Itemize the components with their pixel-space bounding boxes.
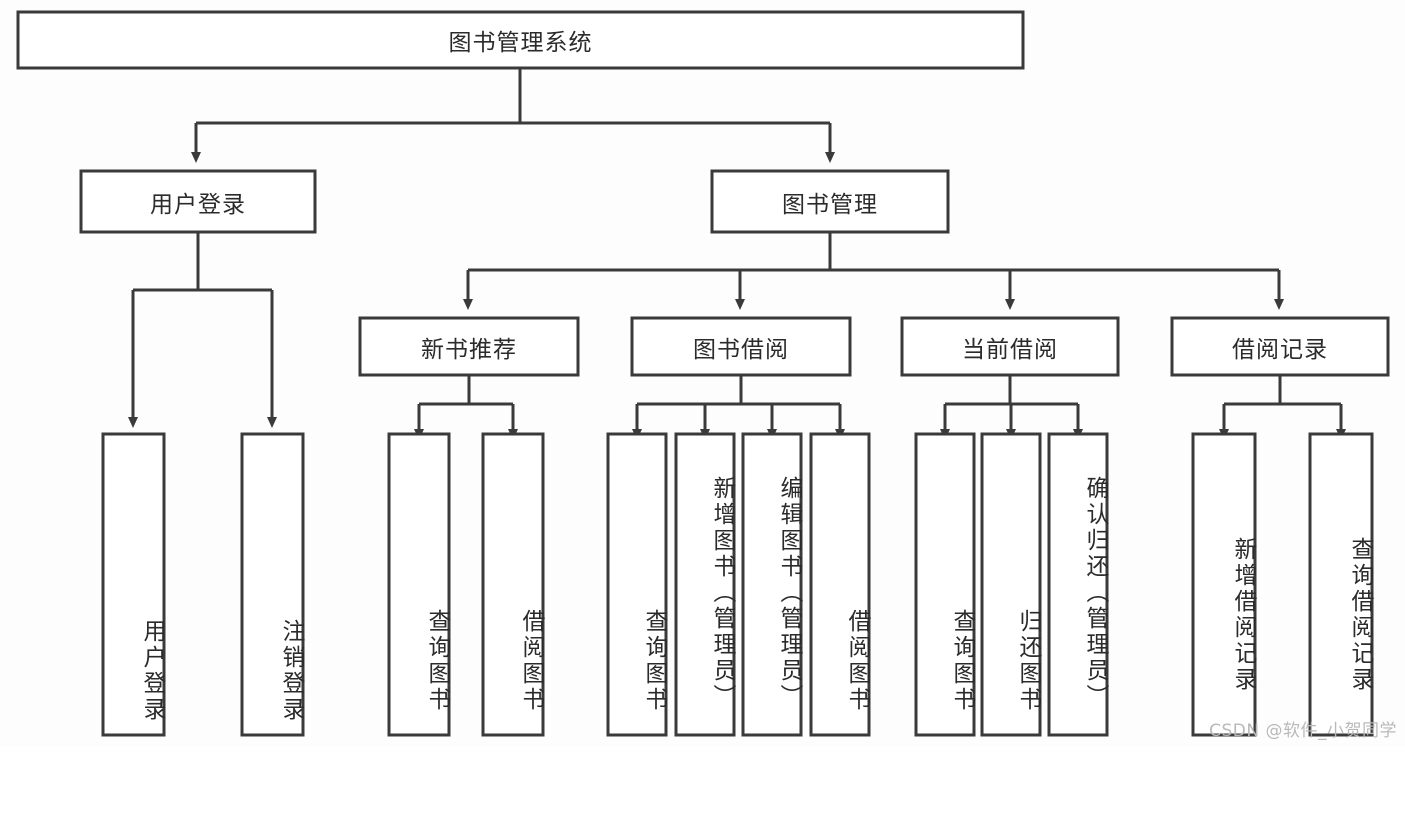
leaf-add-borrow-record-box[interactable] <box>1191 432 1257 737</box>
leaf-add-book-box[interactable] <box>674 432 736 737</box>
leaf-query-book-recommend-box[interactable] <box>387 432 451 737</box>
node-new-book-recommend-box[interactable] <box>358 316 580 377</box>
diagram-svg <box>16 10 1390 737</box>
leaf-edit-book-box[interactable] <box>741 432 803 737</box>
node-book-borrow-box[interactable] <box>630 316 852 377</box>
diagram-canvas: 图书管理系统 用户登录 图书管理 新书推荐 图书借阅 当前借阅 借阅记录 用户登… <box>16 10 1397 741</box>
leaf-borrow-book-box[interactable] <box>809 432 871 737</box>
node-book-manage-box[interactable] <box>710 169 950 234</box>
leaf-confirm-return-box[interactable] <box>1047 432 1109 737</box>
node-user-login-box[interactable] <box>79 169 317 234</box>
leaf-query-book-borrow-box[interactable] <box>606 432 668 737</box>
node-borrow-record-box[interactable] <box>1170 316 1390 377</box>
leaf-logout-box[interactable] <box>240 432 305 737</box>
leaf-return-book-box[interactable] <box>980 432 1042 737</box>
leaf-query-book-current-box[interactable] <box>914 432 976 737</box>
leaf-query-borrow-record-box[interactable] <box>1308 432 1374 737</box>
node-root-box[interactable] <box>16 10 1025 70</box>
node-current-borrow-box[interactable] <box>900 316 1120 377</box>
watermark-text: CSDN @软件_小贺同学 <box>1209 721 1397 741</box>
leaf-borrow-book-recommend-box[interactable] <box>481 432 545 737</box>
leaf-user-login-box[interactable] <box>101 432 166 737</box>
